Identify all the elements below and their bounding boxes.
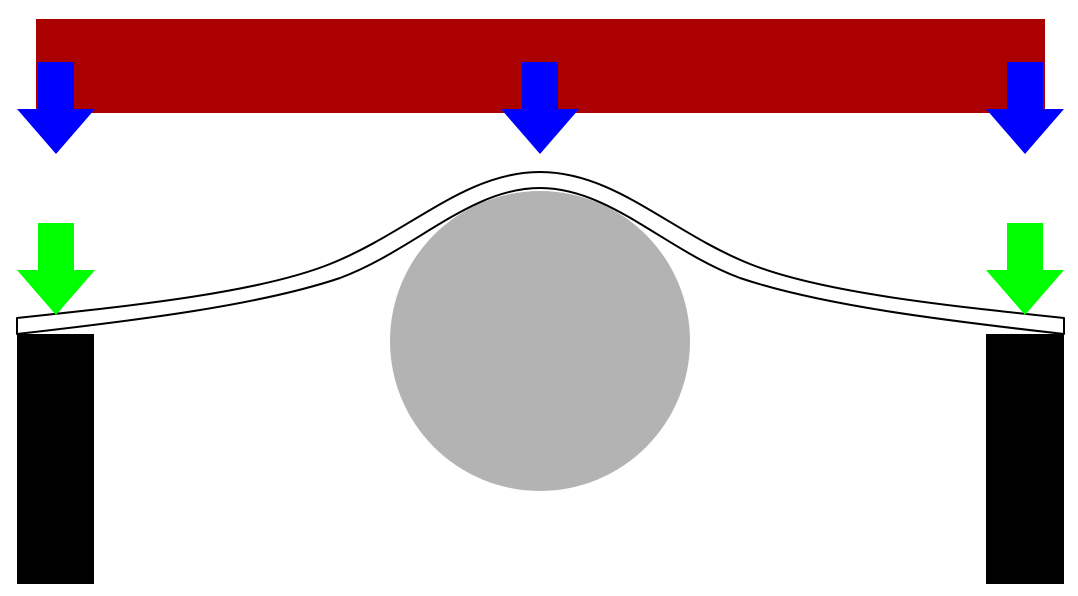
roller-cylinder — [390, 191, 690, 491]
bent-beam — [16, 171, 1065, 335]
applied-force-arrow-center-down-arrow-icon — [501, 62, 579, 154]
support-post-right — [986, 334, 1064, 584]
support-post-left — [17, 334, 94, 584]
reaction-force-arrow-left-down-arrow-icon — [17, 223, 95, 315]
reaction-force-arrow-right-down-arrow-icon — [986, 223, 1064, 315]
applied-force-arrow-left-down-arrow-icon — [17, 62, 95, 154]
applied-force-arrow-right-down-arrow-icon — [986, 62, 1064, 154]
